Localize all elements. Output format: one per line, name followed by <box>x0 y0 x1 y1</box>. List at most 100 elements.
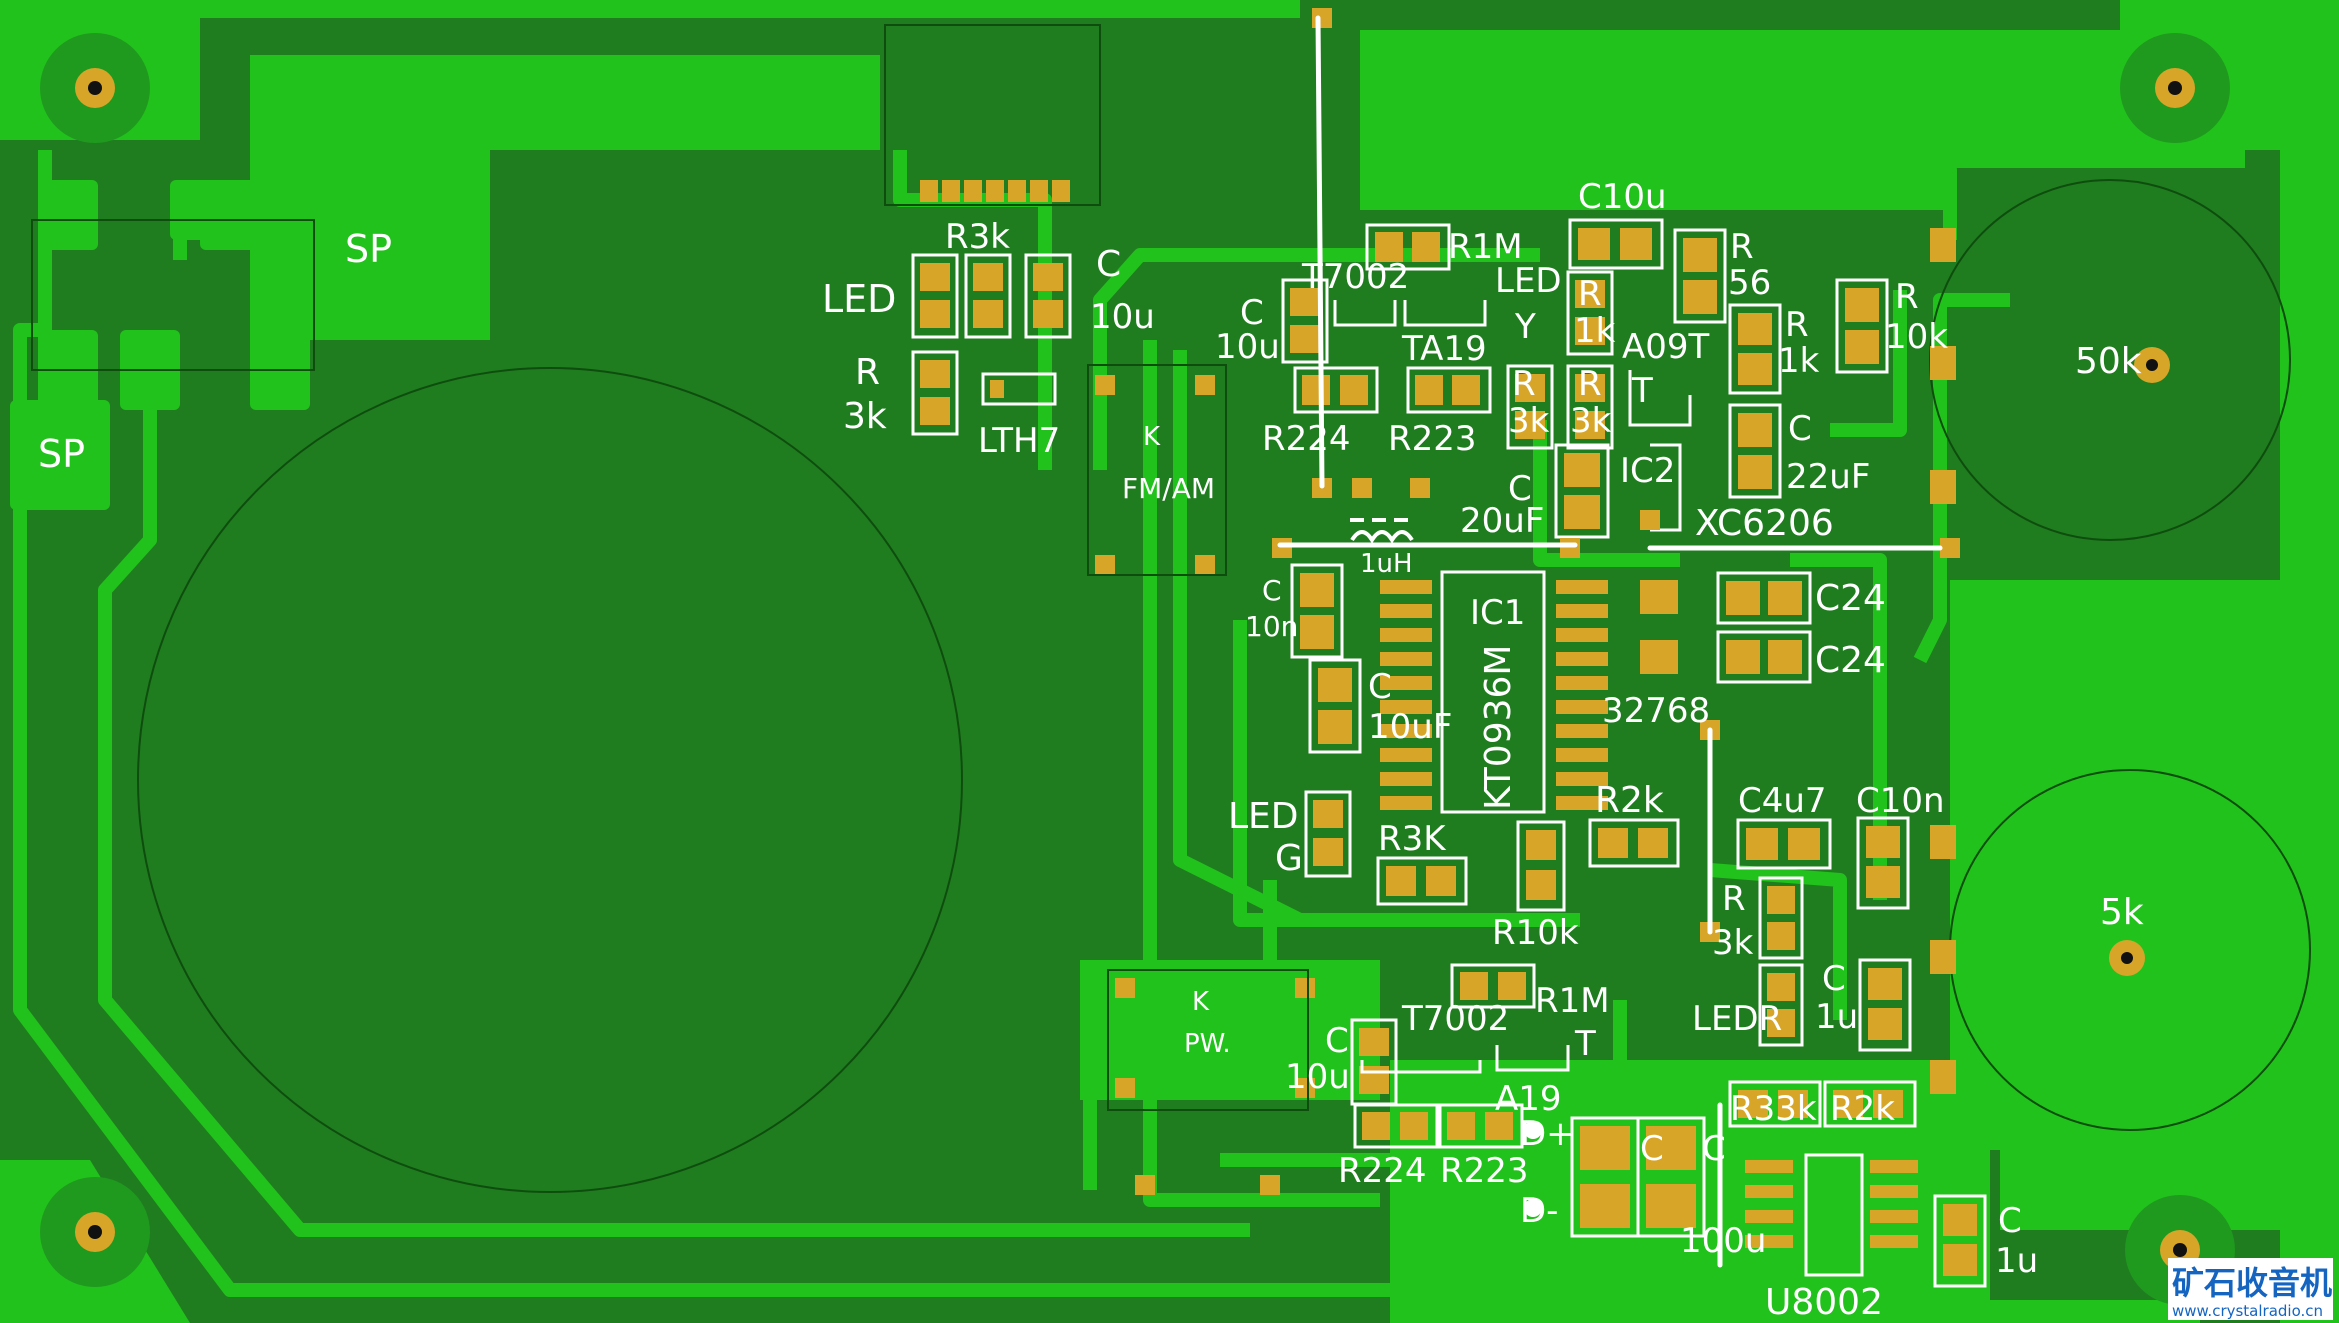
r10k-top-r-label: R <box>1895 277 1919 317</box>
a19-label: A19 <box>1495 1079 1562 1119</box>
fm-am-label: FM/AM <box>1122 472 1215 505</box>
c1u-b-v-label: 1u <box>1995 1241 2038 1281</box>
r3k-b-r-label: R <box>1578 364 1602 404</box>
pot-50k-label: 50k <box>2075 341 2142 382</box>
c-top-value: 10u <box>1090 297 1155 337</box>
c24-b-label: C24 <box>1815 640 1886 681</box>
logo-url-text: www.crystalradio.cn <box>2172 1302 2323 1320</box>
r223-bot-label: R223 <box>1440 1151 1529 1191</box>
pot-50k-hole <box>2134 347 2170 383</box>
r3k-b-v-label: 3k <box>1570 401 1612 441</box>
r224-top-label: R224 <box>1262 419 1351 459</box>
r-left-label: R <box>855 352 880 393</box>
c10u-bot-v-label: 10u <box>1285 1057 1350 1097</box>
r3k-top-parts <box>911 253 959 339</box>
d-plus-label: D+ <box>1520 1114 1575 1154</box>
lth7-label: LTH7 <box>978 421 1060 461</box>
c20-c-label: C <box>1508 469 1532 509</box>
r-left-value: 3k <box>843 396 887 437</box>
connector-pins <box>920 180 1070 202</box>
mounting-hole-tr <box>2120 33 2230 143</box>
t7002-bot-label: T7002 <box>1401 999 1509 1039</box>
r1m-top-label: R1M <box>1448 227 1523 267</box>
c24-a-label: C24 <box>1815 578 1886 619</box>
led-g-label-2: G <box>1275 838 1303 879</box>
r10k-top-v-label: 10k <box>1885 317 1948 357</box>
mounting-hole-bl <box>40 1177 150 1287</box>
switch-k-label: K <box>1143 422 1161 452</box>
logo-background <box>2168 1258 2333 1320</box>
u8002-pads <box>1745 1160 1918 1248</box>
c10uf-v-label: 10uF <box>1368 707 1452 747</box>
c10n-v-label: 10n <box>1245 610 1298 643</box>
jumper-vias <box>1524 1121 1542 1217</box>
led-top-label: LED <box>822 277 896 321</box>
r3k-c-r-label: R <box>1722 879 1746 919</box>
r3k-top-label: R3k <box>945 217 1010 257</box>
xtal-label: 32768 <box>1602 691 1710 731</box>
r2k-bot-label: R2k <box>1830 1089 1895 1129</box>
r56-r-label: R <box>1730 227 1754 267</box>
c22-c-label: C <box>1788 409 1812 449</box>
c10u-top-label: C10u <box>1578 177 1667 217</box>
ic2-label: IC2 <box>1620 451 1675 491</box>
c1u-b-c-label: C <box>1998 1201 2022 1241</box>
c-10u-mid-value: 10u <box>1215 327 1280 367</box>
c22-v-label: 22uF <box>1786 457 1870 497</box>
kt0936-label: KT0936M <box>1478 645 1519 810</box>
c-big-label: C <box>1640 1129 1664 1169</box>
sp-label-2: SP <box>38 432 85 476</box>
speaker-outline <box>31 219 315 371</box>
r56-v-label: 56 <box>1728 263 1771 303</box>
r1k-a-r-label: R <box>1578 274 1602 314</box>
u8002-label: U8002 <box>1765 1282 1883 1323</box>
passive-components <box>911 218 1987 1288</box>
r2k-mid-label: R2k <box>1595 780 1664 821</box>
battery-outline <box>137 367 963 1193</box>
transistor-outlines <box>1333 300 1692 1074</box>
r223-top-label: R223 <box>1388 419 1477 459</box>
ic1-label: IC1 <box>1470 593 1525 633</box>
switch-fm-am-outline <box>1087 364 1227 576</box>
c-10u-mid-label: C <box>1240 293 1264 333</box>
c10u-bot-c-label: C <box>1325 1021 1349 1061</box>
pot-5k-label: 5k <box>2100 892 2144 933</box>
r1k-b-r-label: R <box>1785 305 1809 345</box>
r33k-label: R33k <box>1730 1089 1817 1129</box>
sp-label-1: SP <box>345 227 392 271</box>
r1k-b-v-label: 1k <box>1778 341 1820 381</box>
switch-pw-outline <box>1107 969 1309 1111</box>
jumper-wires <box>1277 15 1943 1268</box>
r3k-a-r-label: R <box>1512 364 1536 404</box>
d-minus-label: D- <box>1520 1191 1558 1231</box>
t7002-top-label: T7002 <box>1301 257 1409 297</box>
c10n-right-label: C10n <box>1856 781 1945 821</box>
connector-outline <box>884 24 1101 206</box>
led-y-label-2: Y <box>1514 307 1536 347</box>
mounting-hole-tl <box>40 33 150 143</box>
r1m-bot-label: R1M <box>1535 981 1610 1021</box>
r3k-a-v-label: 3k <box>1508 401 1550 441</box>
inductor-value-label: 1uH <box>1360 549 1413 579</box>
ic1-pads <box>1380 580 1608 810</box>
c-100u-c-label: C <box>1702 1129 1726 1169</box>
xc6206-label: XC6206 <box>1695 503 1834 544</box>
ic1-outline <box>1440 570 1546 814</box>
c1u-a-v-label: 1u <box>1815 997 1858 1037</box>
ledr-label: LEDR <box>1692 999 1782 1039</box>
a09t-label: A09T <box>1622 327 1710 367</box>
c4u7-label: C4u7 <box>1738 781 1827 821</box>
led-g-label-1: LED <box>1228 796 1299 837</box>
silkscreen-labels: SP SP R3k LED C 10u R 3k LTH7 K FM/AM R1… <box>38 177 2144 1323</box>
r10k-bot-label: R10k <box>1492 913 1579 953</box>
r1k-a-v-label: 1k <box>1574 311 1616 351</box>
pot-5k-hole <box>2109 940 2145 976</box>
c-top-label: C <box>1096 244 1121 285</box>
led-y-label-1: LED <box>1495 261 1562 301</box>
u8002-outline <box>1804 1153 1864 1277</box>
c-100u-v-label: 100u <box>1680 1221 1766 1261</box>
t-mark-label: T <box>1631 371 1653 411</box>
crystalradio-logo: 矿石收音机 www.crystalradio.cn <box>2168 1258 2333 1320</box>
inductor-symbol <box>1350 518 1414 544</box>
